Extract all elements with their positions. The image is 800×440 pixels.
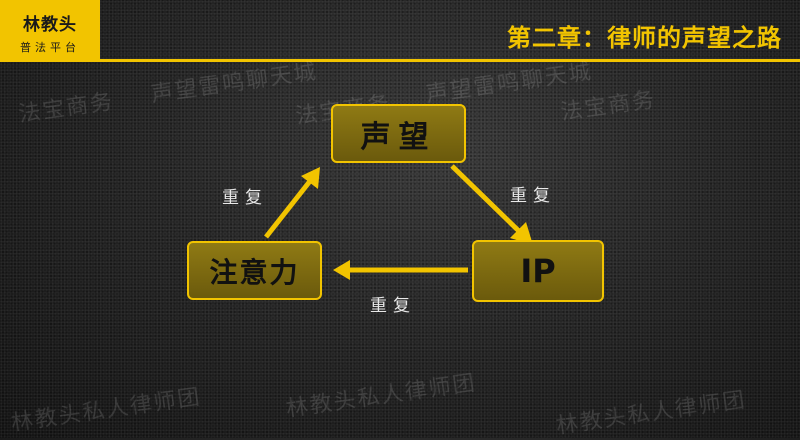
- node-attention: 注意力: [187, 241, 322, 300]
- edge-label-left-top: 重复: [222, 188, 268, 208]
- arrowhead-top: [301, 167, 320, 189]
- node-reputation: 声望: [331, 104, 466, 163]
- logo: 林教头 普法平台: [0, 0, 100, 62]
- node-ip: IP: [472, 240, 604, 302]
- header-divider: [100, 59, 800, 62]
- arrow-left-to-top: [264, 174, 316, 239]
- logo-brand: 林教头: [23, 15, 77, 35]
- edge-label-right-left: 重复: [370, 296, 416, 316]
- logo-subtitle: 普法平台: [20, 41, 80, 54]
- arrowhead-left: [333, 260, 350, 280]
- arrowhead-right: [510, 222, 533, 245]
- edge-label-top-right: 重复: [510, 186, 556, 206]
- arrow-top-to-right: [450, 164, 527, 239]
- chapter-title: 第二章：律师的声望之路: [507, 24, 782, 52]
